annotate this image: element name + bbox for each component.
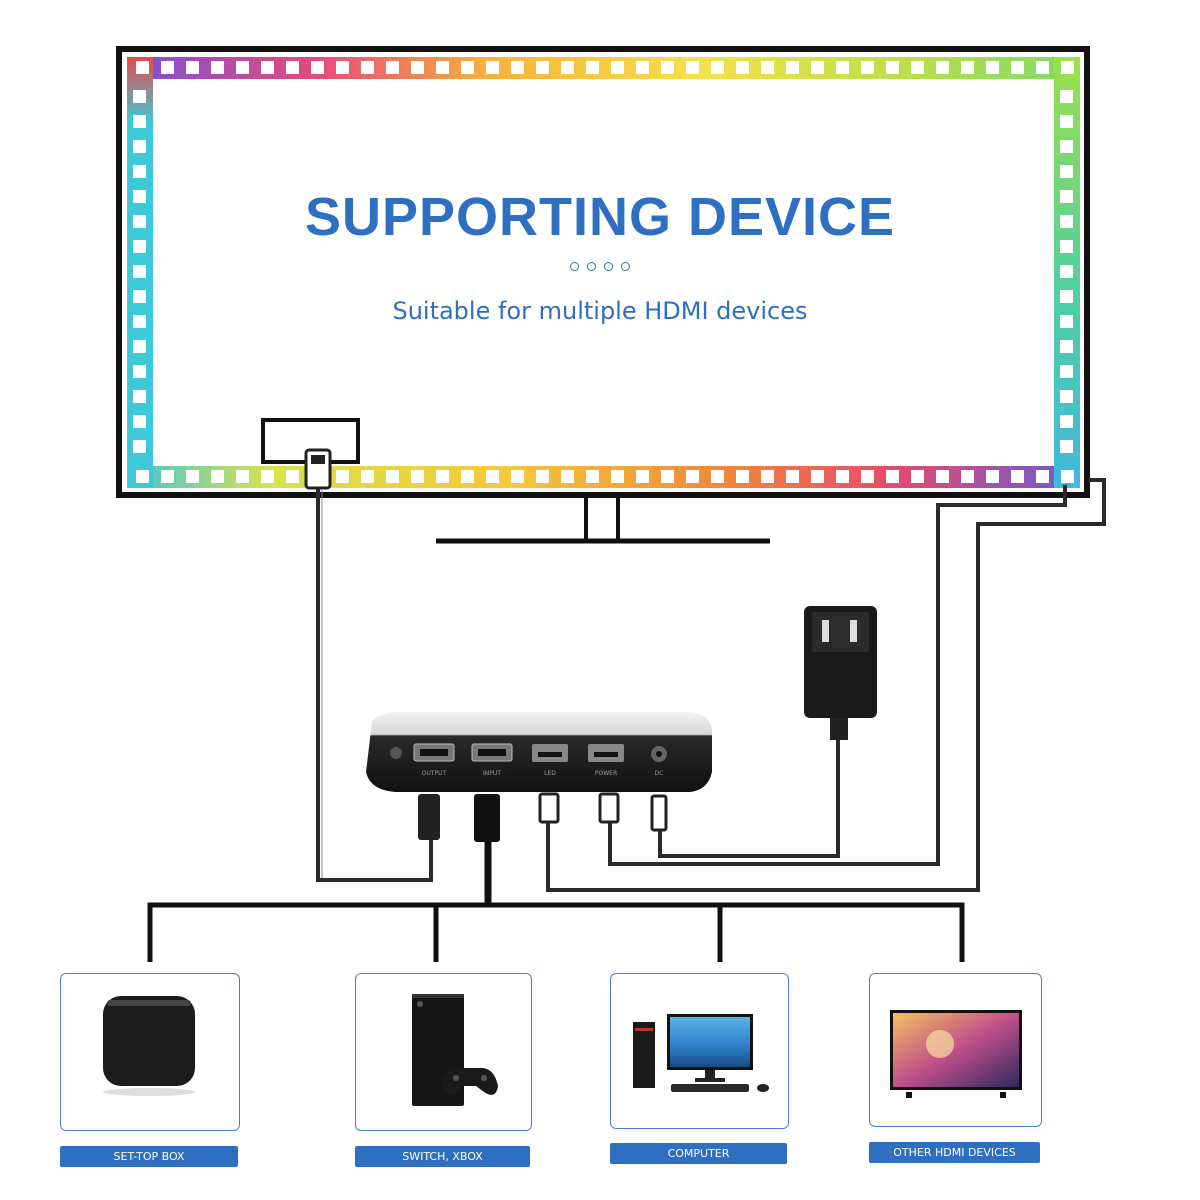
led-strip (127, 57, 1080, 488)
device-label-console: SWITCH, XBOX (355, 1146, 530, 1167)
label-dc: DC (655, 770, 664, 777)
page-subtitle: Suitable for multiple HDMI devices (392, 297, 808, 325)
cables (147, 478, 1106, 962)
set-top-box-icon (103, 996, 195, 1096)
label-input: INPUT (483, 770, 501, 777)
usb-plug-icon (538, 792, 560, 824)
label-usb-power: POWER (595, 770, 617, 777)
device-card-set-top-box (60, 973, 240, 1131)
hdmi-sync-box: OUTPUT INPUT LED POWER DC (366, 712, 712, 792)
game-console-icon (412, 994, 498, 1106)
label-output: OUTPUT (422, 770, 447, 777)
dc-plug-icon (650, 794, 668, 832)
label-usb-led: LED (544, 770, 556, 777)
cable-plugs (418, 792, 668, 842)
hdmi-plug-icon (418, 794, 440, 840)
page-title: SUPPORTING DEVICE (304, 187, 896, 247)
tv-icon (890, 1010, 1022, 1098)
computer-icon (633, 1014, 769, 1092)
device-label-other-hdmi: OTHER HDMI DEVICES (869, 1142, 1040, 1163)
usb-plug-icon (598, 792, 620, 824)
device-card-computer (610, 973, 789, 1129)
divider-dots (0, 262, 1200, 271)
device-card-other-hdmi (869, 973, 1042, 1127)
hdmi-plug-icon (474, 794, 500, 842)
device-label-computer: COMPUTER (610, 1143, 787, 1164)
usb-plug-icon (304, 448, 332, 490)
power-adapter-icon (804, 606, 877, 740)
device-label-set-top-box: SET-TOP BOX (60, 1146, 238, 1167)
tv-stand (436, 497, 770, 544)
device-card-console (355, 973, 532, 1131)
